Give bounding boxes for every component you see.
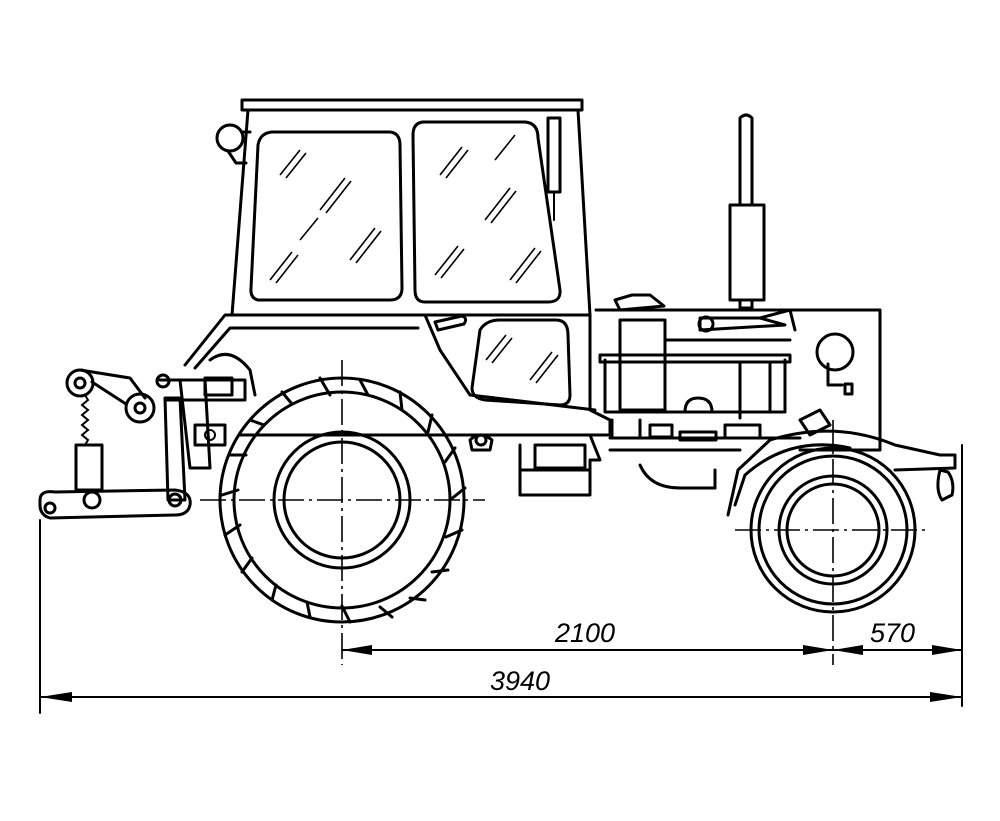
chassis-steps	[453, 433, 602, 497]
dim-overall-length-label: 3940	[490, 666, 550, 696]
center-lines	[200, 360, 930, 665]
cab-window-hatching	[269, 134, 559, 384]
engine-hood	[594, 113, 882, 490]
rear-hitch	[38, 368, 247, 520]
tire-tread	[220, 376, 467, 624]
fender-body	[183, 313, 612, 437]
dim-front-overhang-label: 570	[870, 618, 915, 648]
front-wheel	[726, 408, 957, 614]
dimension-lines	[39, 444, 963, 714]
dim-wheelbase-label: 2100	[554, 618, 615, 648]
cab	[215, 98, 592, 384]
